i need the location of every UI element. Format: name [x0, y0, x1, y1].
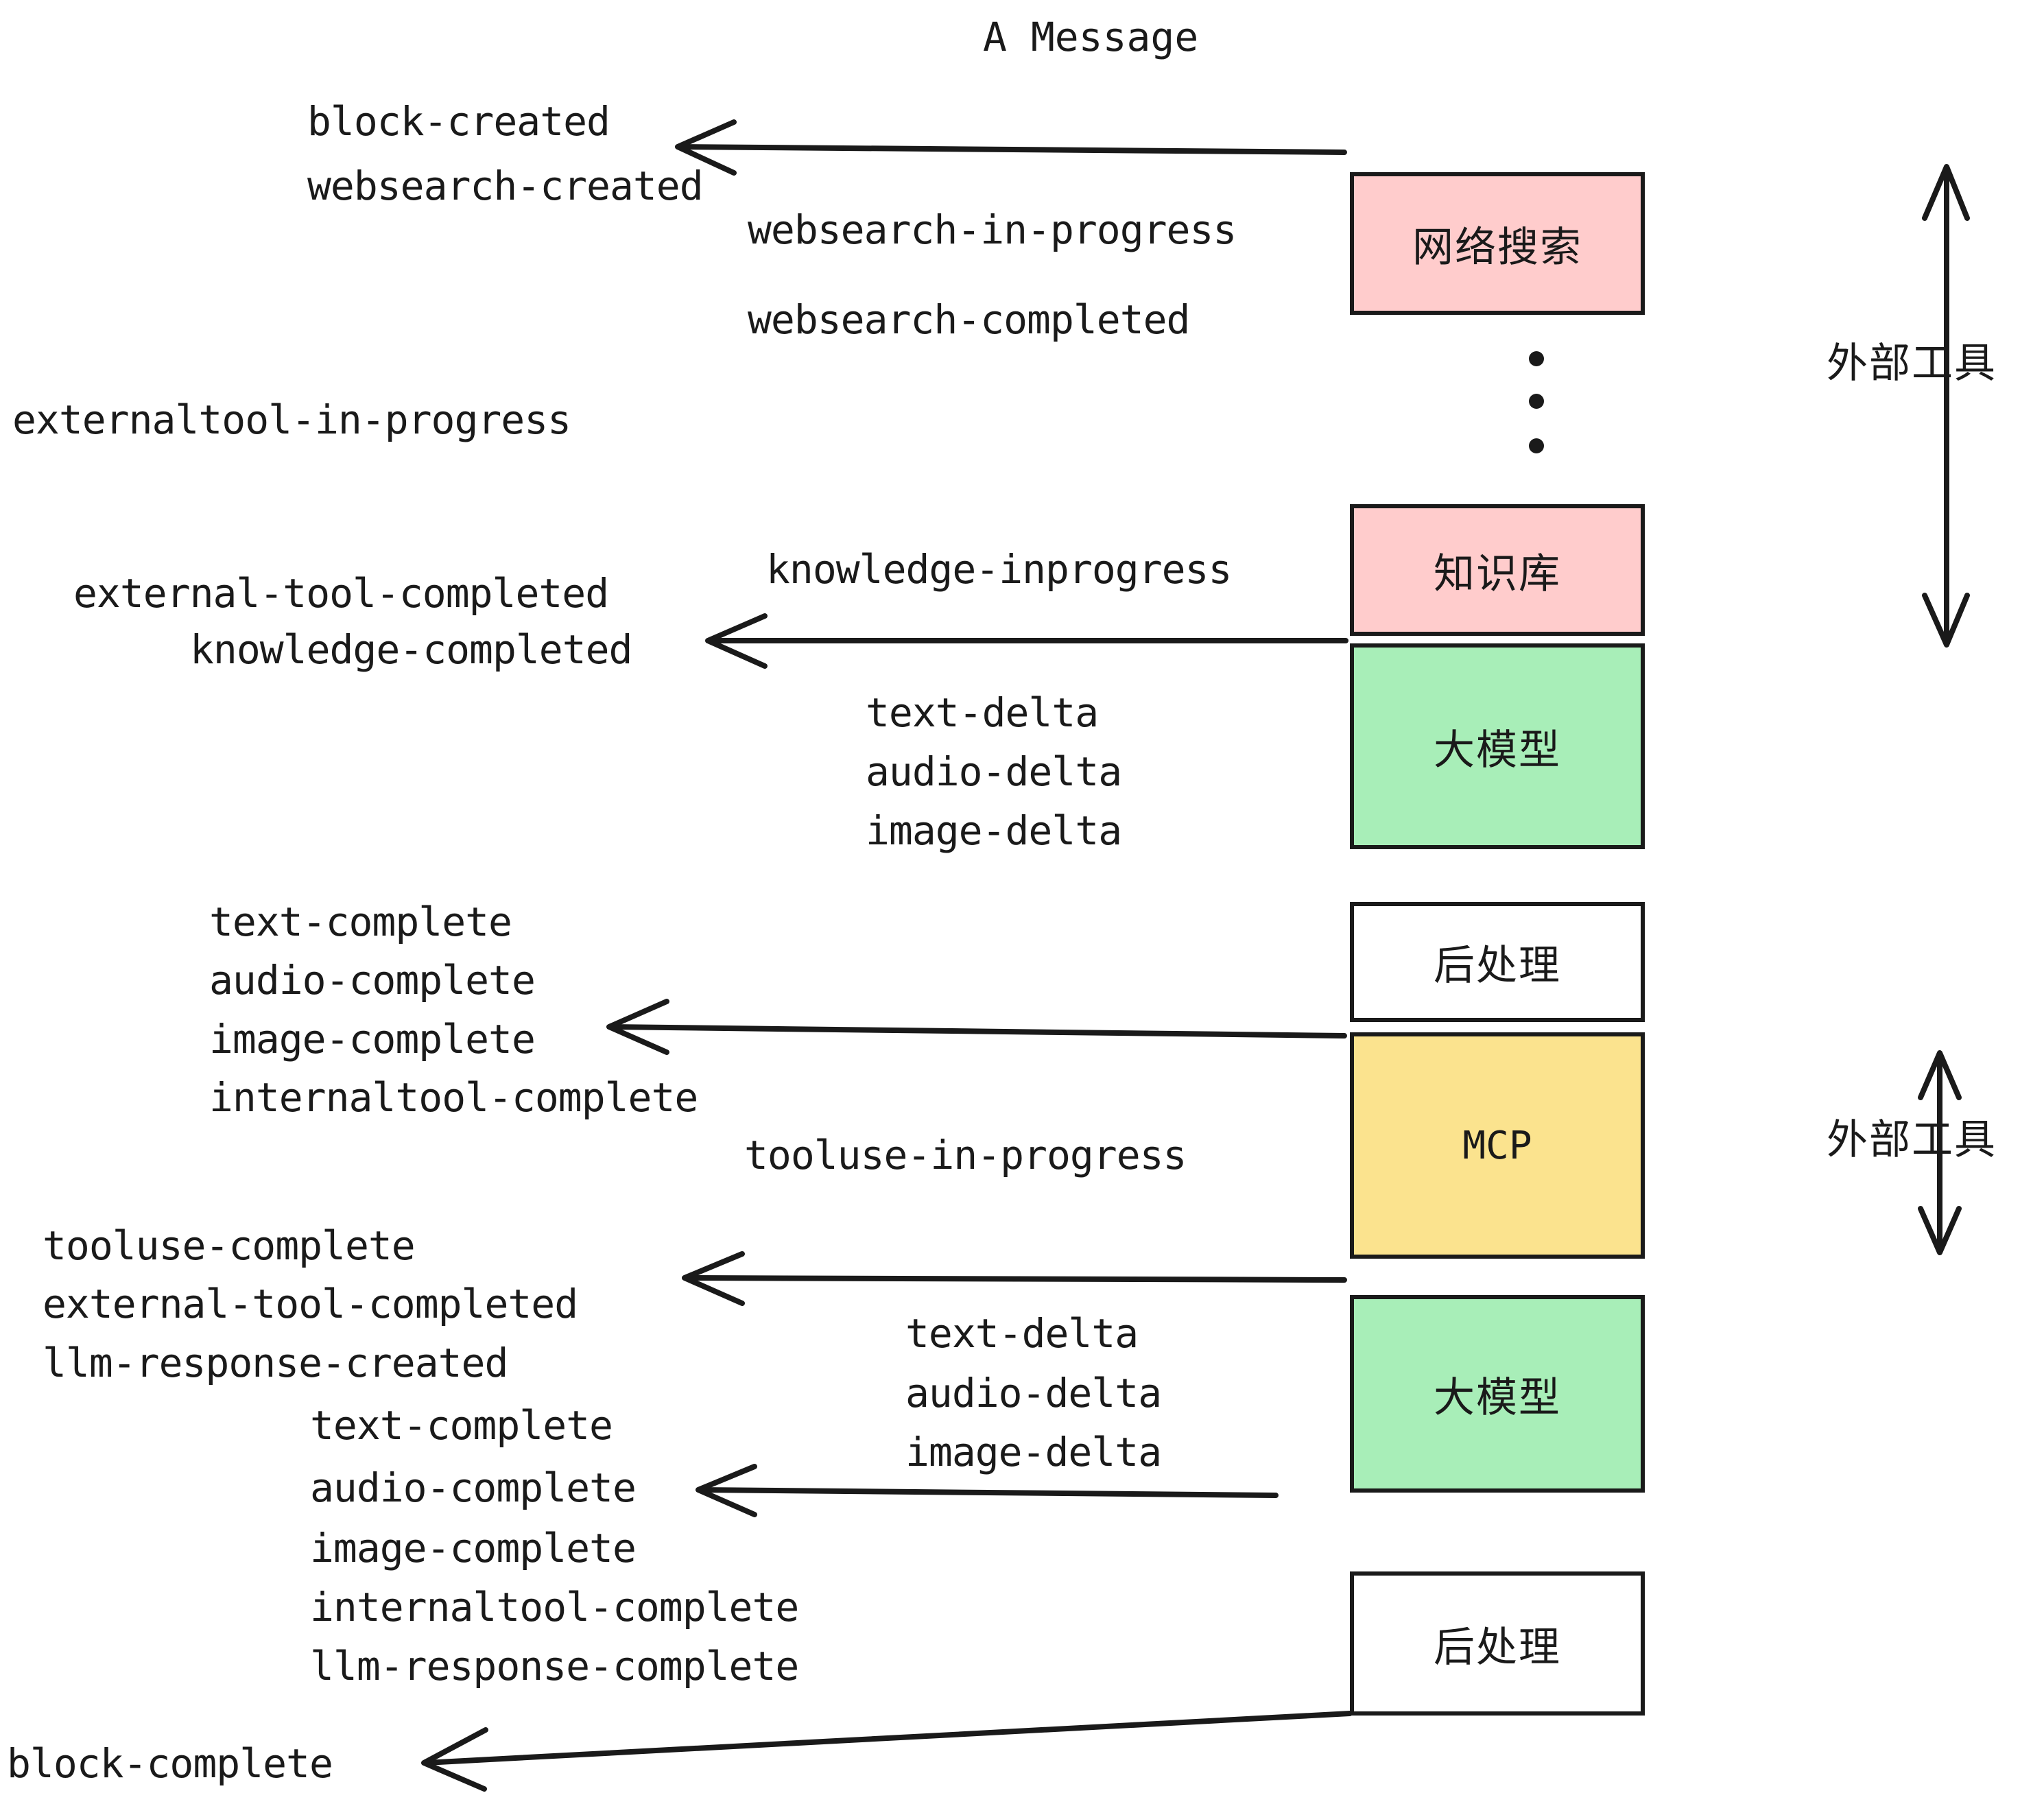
page-title: A Message	[983, 14, 1199, 60]
event-label-block-created: block-created	[307, 98, 610, 145]
ellipsis-dot	[1529, 394, 1544, 409]
event-label-audio-complete-1: audio-complete	[209, 957, 536, 1004]
event-label-image-complete-1: image-complete	[209, 1016, 536, 1063]
event-label-websearch-in-progress: websearch-in-progress	[748, 206, 1237, 253]
event-label-knowledge-completed: knowledge-completed	[190, 626, 632, 673]
box-mcp-label: MCP	[1462, 1123, 1532, 1168]
event-label-websearch-created: websearch-created	[307, 163, 704, 209]
ellipsis-dot	[1529, 438, 1544, 453]
box-postprocess-2[interactable]: 后处理	[1350, 1571, 1645, 1716]
box-llm-1-label: 大模型	[1434, 726, 1561, 774]
event-label-tooluse-complete: tooluse-complete	[43, 1222, 416, 1269]
arrow-block-created	[675, 119, 1347, 176]
arrow-image-complete	[606, 999, 1347, 1055]
event-label-audio-delta-2: audio-delta	[905, 1370, 1162, 1416]
event-label-internaltool-complete-1: internaltool-complete	[209, 1074, 698, 1121]
event-label-image-delta-1: image-delta	[866, 807, 1122, 854]
box-postprocess-1-label: 后处理	[1434, 942, 1561, 990]
box-llm-1[interactable]: 大模型	[1350, 643, 1645, 849]
box-mcp[interactable]: MCP	[1350, 1032, 1645, 1259]
annotation-external-tools-bottom: 外部工具	[1827, 1116, 1997, 1164]
box-knowledge[interactable]: 知识库	[1350, 504, 1645, 636]
event-label-block-complete: block-complete	[7, 1740, 333, 1787]
arrow-tooluse-complete	[682, 1251, 1347, 1306]
external-tools-arrow-top	[1922, 164, 1970, 648]
arrow-knowledge-completed	[705, 613, 1348, 669]
event-label-text-complete-1: text-complete	[209, 899, 512, 945]
ellipsis-dot	[1529, 351, 1544, 366]
event-label-llm-response-complete: llm-response-complete	[310, 1643, 799, 1689]
event-label-external-tool-completed-1: external-tool-completed	[73, 570, 609, 617]
event-label-externaltool-in-progress: externaltool-in-progress	[12, 396, 571, 443]
event-label-image-delta-2: image-delta	[905, 1429, 1162, 1475]
arrow-block-complete	[421, 1711, 1353, 1792]
event-label-knowledge-inprogress: knowledge-inprogress	[766, 546, 1232, 593]
box-llm-2[interactable]: 大模型	[1350, 1295, 1645, 1493]
event-label-text-delta-2: text-delta	[905, 1310, 1139, 1357]
event-label-external-tool-completed-2: external-tool-completed	[43, 1281, 578, 1327]
box-knowledge-label: 知识库	[1434, 549, 1561, 598]
box-websearch-label: 网络搜索	[1412, 223, 1582, 272]
event-label-image-complete-2: image-complete	[310, 1525, 637, 1571]
event-label-audio-delta-1: audio-delta	[866, 748, 1122, 795]
event-label-internaltool-complete-2: internaltool-complete	[310, 1584, 799, 1630]
box-postprocess-1[interactable]: 后处理	[1350, 902, 1645, 1022]
box-postprocess-2-label: 后处理	[1434, 1623, 1561, 1672]
event-label-tooluse-in-progress: tooluse-in-progress	[744, 1132, 1187, 1178]
box-llm-2-label: 大模型	[1434, 1373, 1561, 1422]
event-label-text-complete-2: text-complete	[310, 1402, 613, 1449]
box-websearch[interactable]: 网络搜索	[1350, 172, 1645, 315]
event-label-text-delta-1: text-delta	[866, 689, 1099, 736]
event-label-audio-complete-2: audio-complete	[310, 1464, 637, 1511]
annotation-external-tools-top: 外部工具	[1827, 340, 1997, 388]
event-label-websearch-completed: websearch-completed	[748, 296, 1190, 343]
event-label-llm-response-created: llm-response-created	[43, 1340, 508, 1386]
